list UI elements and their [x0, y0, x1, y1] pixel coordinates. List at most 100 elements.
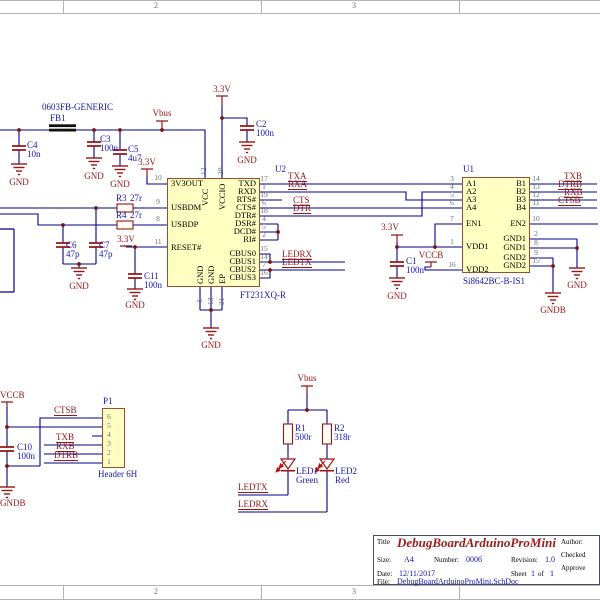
pin-number: 17 [260, 174, 268, 183]
led2-symbol [314, 458, 336, 473]
size-label: Size: [377, 556, 391, 564]
date-label: Date: [377, 570, 393, 578]
pin-number: 3 [107, 439, 111, 448]
pin-number: 10 [532, 214, 540, 223]
pin-name-ri: RI# [243, 234, 256, 244]
power-3v3-label: 3.3V [381, 222, 399, 232]
designator-u2: U2 [275, 164, 286, 174]
pin-number: 8 [534, 238, 538, 247]
pin-name-a4: A4 [466, 202, 477, 212]
value-c6: 47p [66, 249, 80, 259]
designator-c4: C4 [27, 140, 38, 150]
net-label-dtr: DTR [293, 203, 311, 215]
power-vbus-label: Vbus [297, 373, 317, 383]
net-label-ledrx: LEDRX [238, 499, 268, 511]
sheet-total: 1 [550, 569, 554, 578]
resistor-r4 [116, 220, 134, 230]
pin-name-en1: EN1 [466, 218, 482, 228]
pin-number: 5 [450, 190, 454, 199]
net-label-ledrx: LEDRX [282, 249, 312, 261]
net-label-cts: CTS [293, 195, 310, 207]
pin-number: 20 [216, 167, 225, 176]
zone-divider [459, 0, 460, 13]
value-r2: 318r [334, 432, 351, 442]
value-c5: 4u7 [128, 153, 142, 163]
power-gnd-label: GND [387, 291, 407, 301]
capacitor-c4 [12, 145, 26, 151]
pin-number: 4 [450, 182, 454, 191]
pin-name-usbdp: USBDP [171, 219, 199, 229]
designator-c5: C5 [128, 144, 139, 154]
designator-c11: C11 [144, 271, 159, 281]
pin-number: 13 [532, 182, 540, 191]
capacitor-c6 [56, 242, 70, 248]
pin-name-b4: B4 [516, 202, 526, 212]
pin-name-reset: RESET# [171, 242, 202, 252]
pin-number: 5 [262, 222, 266, 231]
pin-number: 15 [260, 244, 268, 253]
net-label-ledtx: LEDTX [238, 482, 268, 494]
title-block [373, 535, 600, 585]
pin-number: 1 [107, 457, 111, 466]
power-gnd-label: GND [125, 300, 145, 310]
pin-number: 19 [260, 190, 268, 199]
resistor-r2 [321, 423, 333, 445]
sheet-border-top-inner [0, 13, 600, 14]
designator-p1: P1 [103, 396, 113, 406]
net-label-txb: TXB [56, 432, 74, 444]
value-c10: 100n [17, 451, 35, 461]
zone-divider [63, 586, 64, 600]
power-vbus-label: Vbus [152, 108, 172, 118]
pin-name-ep: EP [217, 274, 227, 284]
author-label: Author: [561, 538, 583, 546]
capacitor-c5 [113, 149, 127, 155]
capacitor-c10 [0, 446, 14, 452]
pin-number: 5 [107, 421, 111, 430]
power-gndb-label: GNDB [540, 305, 566, 315]
power-3v3-label: 3.3V [138, 157, 156, 167]
pin-number: 9 [156, 197, 160, 206]
revision-label: Revision: [511, 556, 538, 564]
pin-number: 3 [195, 299, 204, 303]
net-label-rxb: RXB [56, 441, 75, 453]
pin-name-gnd: GND [206, 265, 216, 284]
value-c2: 100n [256, 128, 274, 138]
power-gnd-label: GND [237, 155, 257, 165]
net-label-dtrb: DTRB [54, 450, 79, 462]
value-r1: 500r [295, 432, 312, 442]
zone-divider [261, 586, 262, 600]
pin-name-vdd2: VDD2 [466, 264, 489, 274]
designator-r1: R1 [295, 423, 306, 433]
pin-name-a3: A3 [466, 194, 477, 204]
designator-c2: C2 [256, 119, 267, 129]
pin-number: 14 [532, 174, 540, 183]
net-label-txa: TXA [288, 171, 307, 183]
value-led2: Red [335, 475, 350, 485]
designator-c6: C6 [66, 240, 77, 250]
net-label-rxb: RXB [564, 187, 583, 199]
part-p1: Header 6H [98, 469, 138, 479]
net-label-rxa: RXA [288, 179, 308, 191]
zone-divider [261, 0, 262, 13]
approved-label: Approve [561, 564, 586, 572]
pin-name-txd: TXD [238, 178, 256, 188]
pin-number: 2 [107, 448, 111, 457]
pin-number: 2 [262, 230, 266, 239]
power-vccb-label: VCCB [0, 390, 25, 400]
designator-r3: R3 [116, 193, 127, 203]
pin-number: 14 [260, 252, 268, 261]
pin-number: 6 [107, 412, 111, 421]
wires [0, 106, 598, 513]
pin-name-a2: A2 [466, 186, 477, 196]
pin-number: 15 [532, 256, 540, 265]
resistor-r3 [116, 203, 134, 213]
pin-name-dsr: DSR# [235, 218, 256, 228]
date-value: 12/11/2017 [399, 569, 436, 578]
designator-c3: C3 [100, 134, 111, 144]
pin-name-vdd1: VDD1 [466, 241, 489, 251]
value-c7: 47p [99, 249, 113, 259]
pin-name-cbus0: CBUS0 [229, 248, 256, 258]
